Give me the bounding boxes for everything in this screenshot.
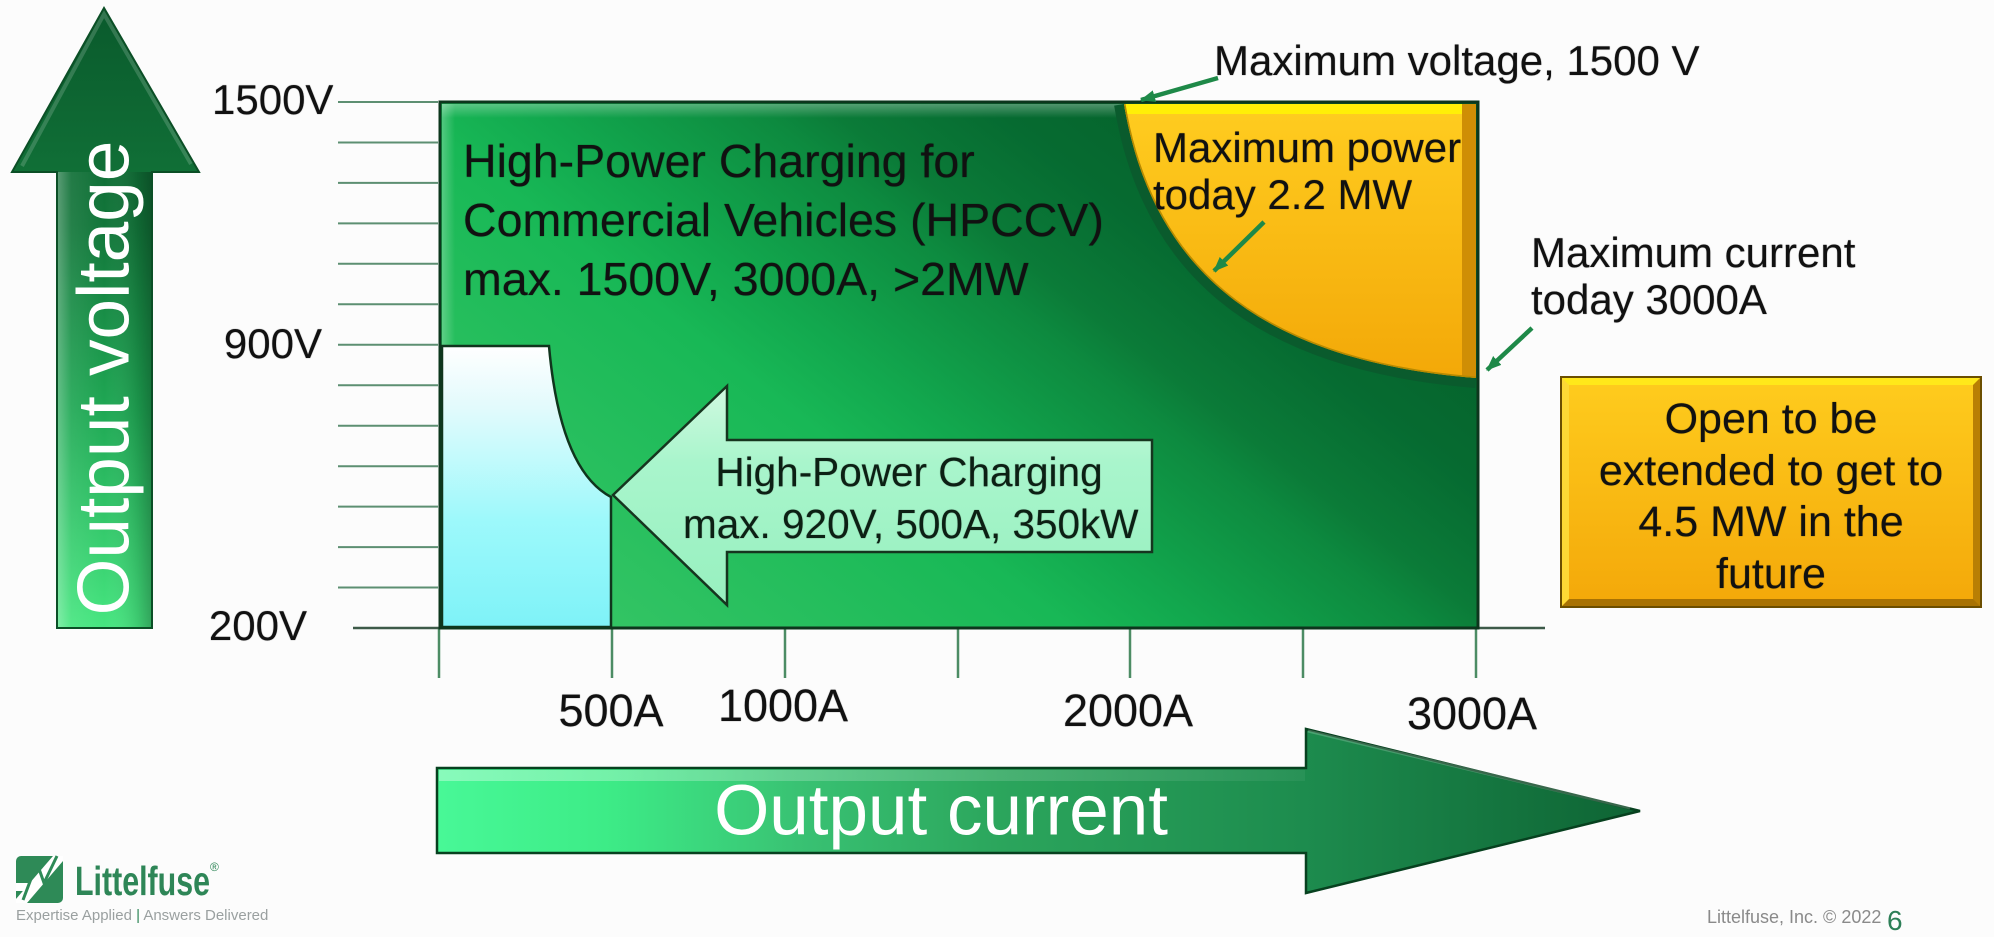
svg-text:®: ®	[210, 860, 219, 874]
svg-text:Littelfuse: Littelfuse	[75, 858, 210, 904]
